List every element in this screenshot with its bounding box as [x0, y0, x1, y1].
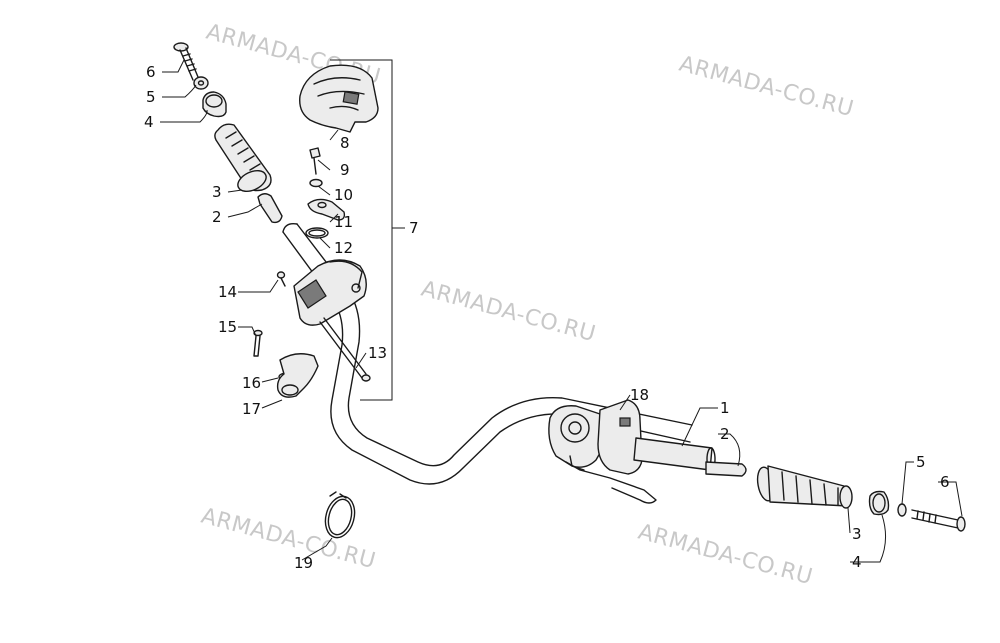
right-bolt-6: [911, 509, 966, 532]
callout-17: 17: [242, 400, 261, 418]
left-end-cap-4: [202, 91, 227, 118]
ring-12: [305, 227, 329, 239]
callout-4-left: 4: [144, 113, 154, 131]
left-bolt-6: [173, 42, 199, 81]
right-sleeve-2: [705, 461, 747, 477]
callout-10: 10: [334, 186, 353, 204]
callout-12: 12: [334, 239, 353, 257]
callout-3-right: 3: [852, 525, 862, 543]
callout-4-right: 4: [852, 553, 862, 571]
callout-9: 9: [340, 161, 350, 179]
callout-labels: 6 5 4 3 2 8 9 10 11 12 7 14 15 13 16 17 …: [144, 63, 950, 572]
callout-5-right: 5: [916, 453, 926, 471]
callout-6-left: 6: [146, 63, 156, 81]
clamp-11: [307, 198, 346, 221]
watermark-2: ARMADA-CO.RU: [676, 52, 856, 123]
clamp-ring-19: [324, 491, 356, 539]
watermark-3: ARMADA-CO.RU: [418, 277, 598, 348]
washer-10: [309, 178, 323, 188]
leader-lines: [160, 59, 963, 563]
callout-11: 11: [334, 213, 353, 231]
callout-8: 8: [340, 134, 350, 152]
left-washer-5: [193, 76, 209, 90]
lower-clamp-17: [276, 353, 319, 398]
left-grip-3: [214, 123, 272, 193]
callout-3-left: 3: [212, 183, 222, 201]
screw-15: [253, 329, 263, 357]
callout-19: 19: [294, 554, 313, 572]
screw-14: [276, 271, 286, 287]
left-sleeve-2: [257, 193, 283, 224]
right-washer-5: [897, 503, 907, 517]
bolt-9: [309, 147, 321, 175]
right-bar-end-1: [633, 437, 716, 471]
callout-1: 1: [720, 399, 730, 417]
throttle-assembly-18: [548, 399, 657, 504]
callout-2-right: 2: [720, 425, 730, 443]
watermark-5: ARMADA-CO.RU: [635, 520, 815, 591]
handlebar-tube: [282, 222, 693, 485]
right-end-cap-4: [868, 490, 890, 516]
callout-18: 18: [630, 386, 649, 404]
callout-6-right: 6: [940, 473, 950, 491]
callout-2-left: 2: [212, 208, 222, 226]
assembly-bracket-7: [330, 59, 405, 401]
left-switch-body: [293, 259, 367, 326]
right-grip-3: [756, 465, 853, 509]
callout-7: 7: [409, 219, 419, 237]
callout-5-left: 5: [146, 88, 156, 106]
callout-13: 13: [368, 344, 387, 362]
callout-15: 15: [218, 318, 237, 336]
callout-16: 16: [242, 374, 261, 392]
callout-14: 14: [218, 283, 237, 301]
screw-13: [319, 317, 371, 382]
switch-cover-8: [299, 64, 379, 133]
